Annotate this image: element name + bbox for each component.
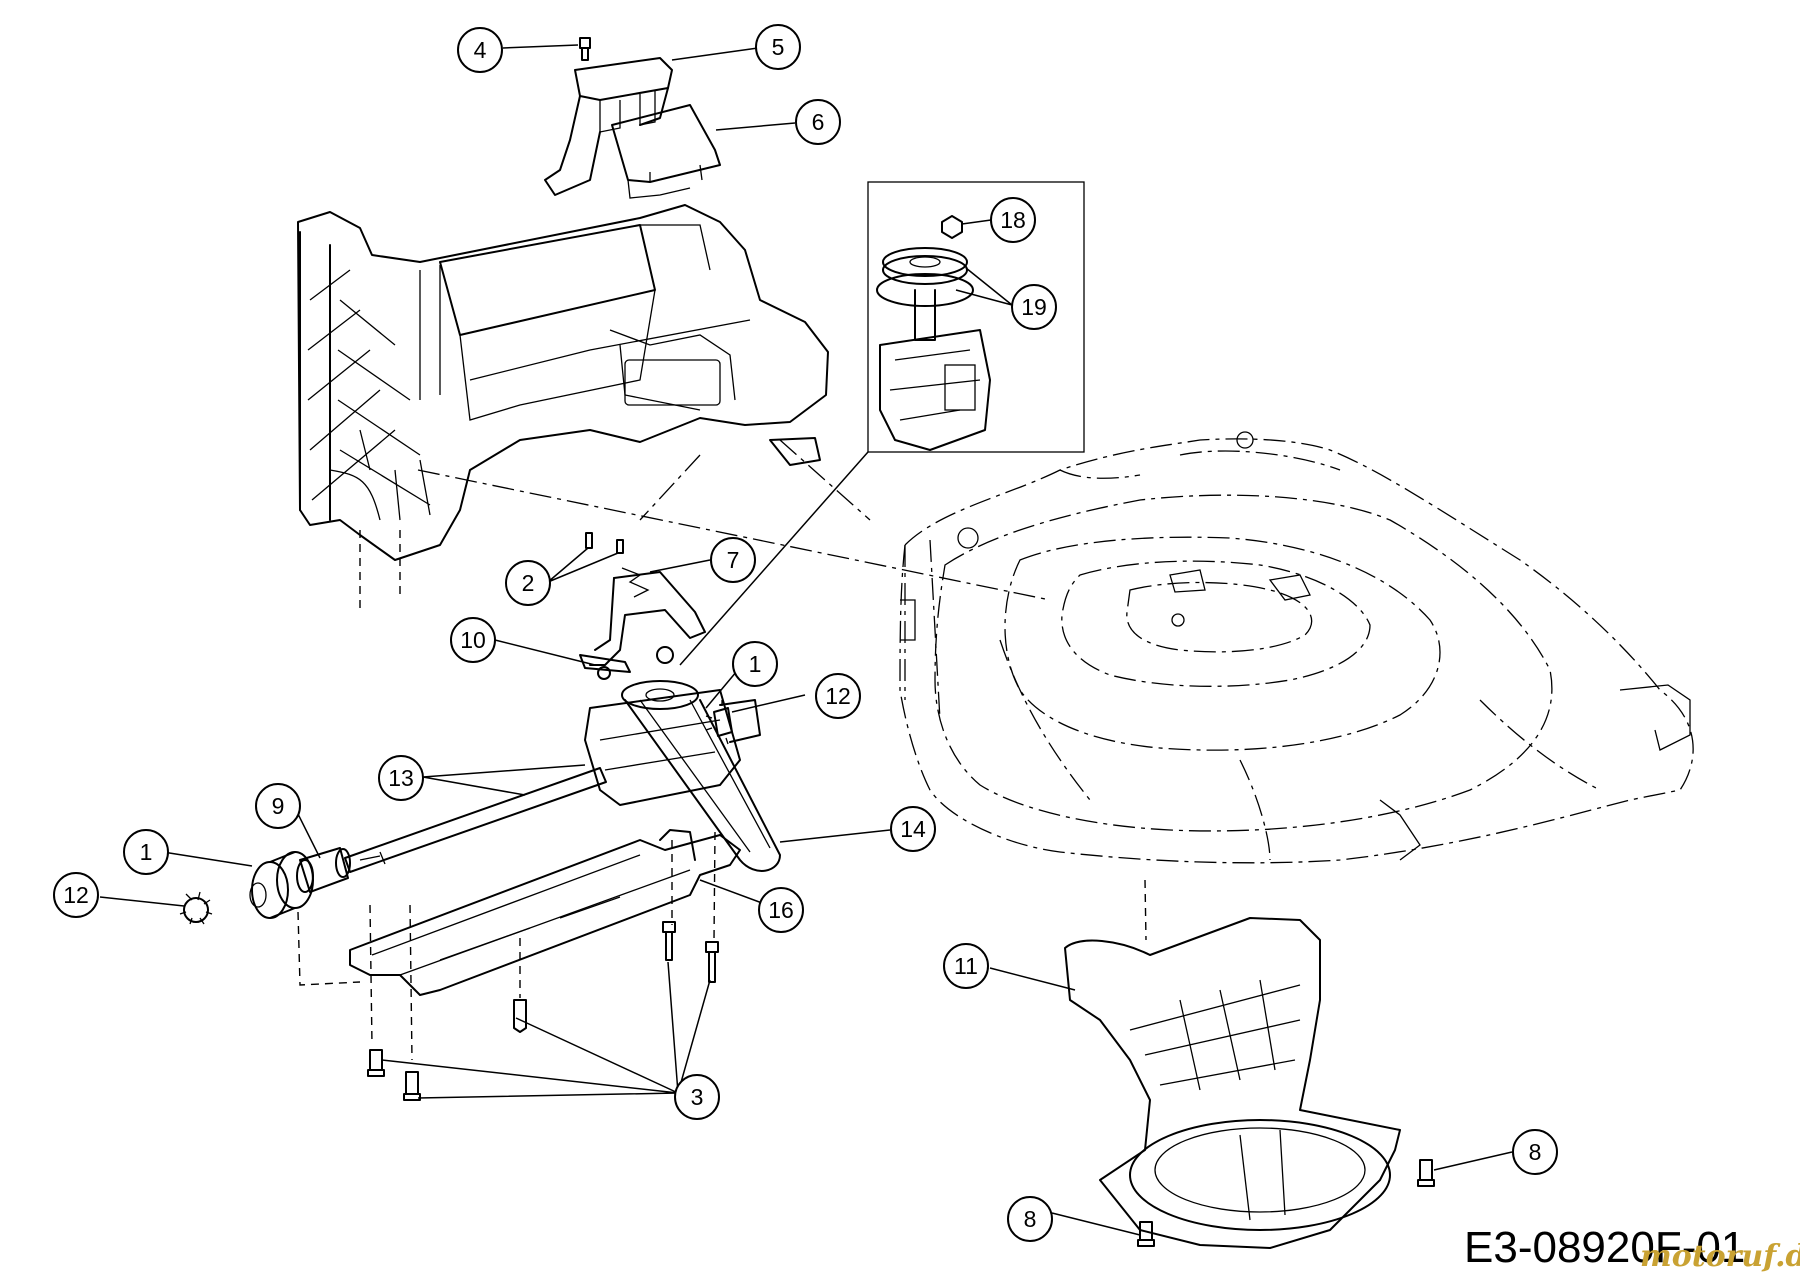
callout-8-bottom: 8	[1007, 1196, 1053, 1242]
screws-part-3	[367, 921, 719, 1101]
callout-3: 3	[674, 1074, 720, 1120]
svg-text:13: 13	[388, 765, 414, 791]
svg-text:10: 10	[460, 627, 486, 653]
mower-deck	[899, 431, 1694, 864]
svg-text:16: 16	[768, 897, 794, 923]
callout-2: 2	[505, 560, 551, 606]
callout-7: 7	[710, 537, 756, 583]
callout-18: 18	[990, 197, 1036, 243]
callout-14: 14	[890, 806, 936, 852]
bearing-part-9	[296, 847, 351, 893]
callout-10: 10	[450, 617, 496, 663]
svg-text:12: 12	[825, 683, 851, 709]
callout-9: 9	[255, 783, 301, 829]
svg-text:4: 4	[474, 37, 487, 63]
gear-part-12-right	[705, 700, 733, 745]
svg-text:1: 1	[749, 651, 762, 677]
rear-baffle-part-11	[1064, 917, 1401, 1249]
svg-text:18: 18	[1000, 207, 1026, 233]
drive-axle-part-13	[344, 767, 607, 873]
callout-1-right: 1	[732, 641, 778, 687]
gear-part-12-left	[179, 891, 213, 925]
watermark-text: motoruf.de	[1640, 1239, 1800, 1272]
svg-text:19: 19	[1021, 294, 1047, 320]
callout-16: 16	[758, 887, 804, 933]
callout-12-left: 12	[53, 872, 99, 918]
svg-text:7: 7	[727, 547, 740, 573]
svg-text:8: 8	[1024, 1206, 1037, 1232]
screws-part-8	[1137, 1159, 1435, 1247]
rear-bracket-assembly	[297, 204, 829, 561]
mounting-plate-part-16	[349, 829, 741, 996]
svg-text:3: 3	[691, 1084, 704, 1110]
svg-text:12: 12	[63, 882, 89, 908]
svg-text:2: 2	[522, 570, 535, 596]
drive-belt-part-14	[624, 699, 781, 872]
screw-part-4	[579, 37, 591, 61]
callout-5: 5	[755, 24, 801, 70]
gearbox-detail-inset	[679, 181, 1085, 666]
cover-plate-part-6	[611, 104, 721, 199]
callout-11: 11	[943, 943, 989, 989]
svg-text:9: 9	[272, 793, 285, 819]
svg-text:11: 11	[954, 953, 978, 979]
transmission-gearbox	[584, 680, 761, 806]
svg-text:6: 6	[812, 109, 825, 135]
callout-6: 6	[795, 99, 841, 145]
callout-19: 19	[1011, 284, 1057, 330]
control-lever-assembly	[579, 532, 706, 680]
drawing-code: E3-08920F-01	[1464, 1223, 1745, 1272]
leader-lines	[99, 44, 1513, 1236]
svg-text:5: 5	[772, 34, 785, 60]
svg-text:14: 14	[900, 816, 926, 842]
svg-text:1: 1	[140, 839, 153, 865]
callout-12-right: 12	[815, 673, 861, 719]
pinion-gear-part-1	[249, 851, 314, 919]
cable-holder-part-5	[544, 57, 673, 196]
svg-text:8: 8	[1529, 1139, 1542, 1165]
alignment-lines	[297, 439, 1147, 1061]
callout-1-left: 1	[123, 829, 169, 875]
callout-8-right: 8	[1512, 1129, 1558, 1175]
callout-4: 4	[457, 27, 503, 73]
callout-13: 13	[378, 755, 424, 801]
